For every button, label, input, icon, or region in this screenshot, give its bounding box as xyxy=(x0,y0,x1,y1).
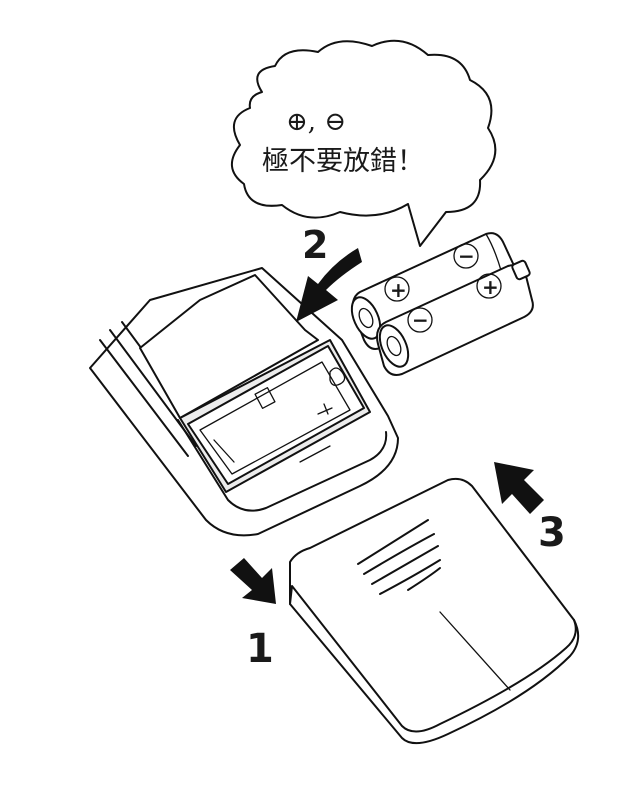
warning-callout-bubble: ⊕, ⊖ 極不要放錯！ xyxy=(232,41,495,246)
step-1-arrow: 1 xyxy=(230,558,276,672)
step-3-number: 3 xyxy=(538,510,566,556)
step-2-number: 2 xyxy=(302,223,328,267)
battery-b-plus: + xyxy=(482,275,499,299)
battery-a-plus: + xyxy=(390,278,407,302)
step-1-number: 1 xyxy=(246,626,274,672)
polarity-symbols: ⊕, ⊖ xyxy=(286,107,346,137)
battery-cover xyxy=(290,479,578,743)
battery-b-minus: − xyxy=(412,308,429,332)
battery-a-minus: − xyxy=(458,244,475,268)
batteries: + − − + xyxy=(346,233,533,375)
warning-text: 極不要放錯！ xyxy=(262,146,424,177)
